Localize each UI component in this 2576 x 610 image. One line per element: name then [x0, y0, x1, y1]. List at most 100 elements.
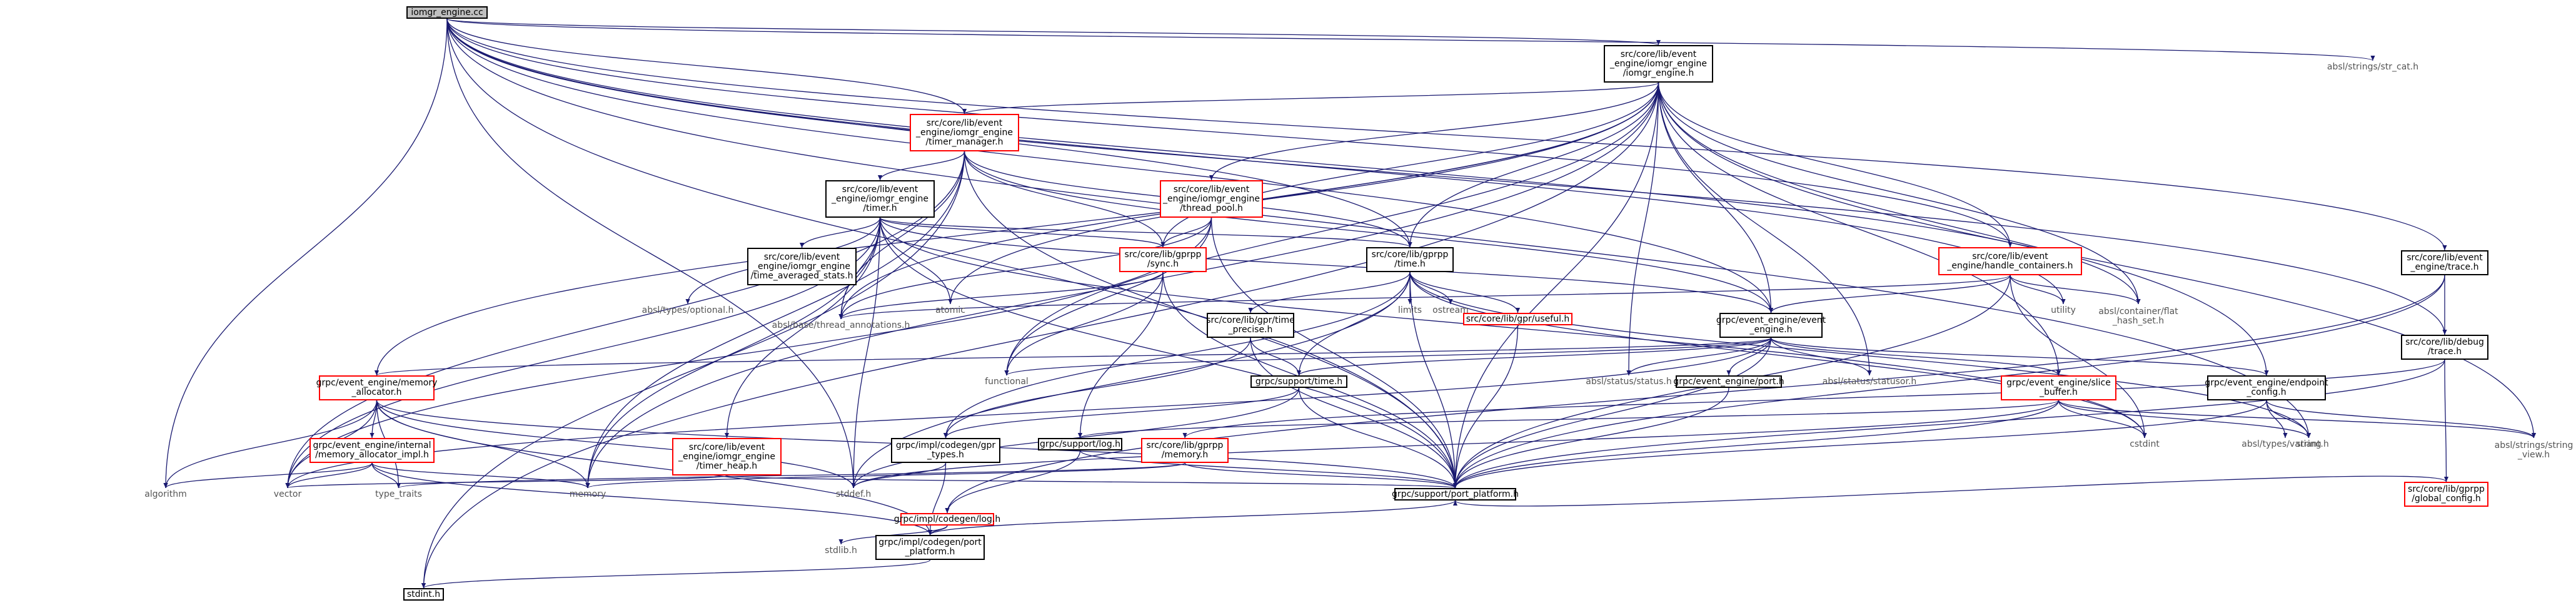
edge-n18-n27: [1770, 337, 1872, 376]
edge-n22-n40: [163, 400, 378, 489]
graph-node-n7[interactable]: src/core/lib/event _engine/iomgr_engine …: [825, 180, 935, 218]
edge-n18-n46: [1452, 337, 1772, 489]
edge-n22-n44: [376, 400, 856, 489]
edge-n0-n1: [446, 18, 1661, 46]
edge-n18-n26: [1726, 337, 1772, 376]
edge-n4-n23: [1004, 217, 1212, 376]
edge-n7-n18: [879, 217, 1773, 313]
edge-n1-n4: [1209, 82, 1659, 181]
edge-n8-n24: [1296, 272, 1411, 376]
graph-node-n32[interactable]: grpc/impl/codegen/gpr _types.h: [891, 438, 1000, 463]
graph-node-n39[interactable]: src/core/lib/gprpp /global_config.h: [2404, 482, 2488, 507]
graph-node-n46[interactable]: grpc/support/port_platform.h: [1392, 488, 1519, 501]
graph-node-n49[interactable]: stdint.h: [403, 588, 444, 601]
edge-n31-n40: [163, 462, 373, 489]
edge-n7-n12: [879, 217, 953, 305]
graph-node-n1[interactable]: src/core/lib/event _engine/iomgr_engine …: [1604, 45, 1713, 83]
edge-n3-n49: [421, 151, 965, 589]
graph-node-n18[interactable]: grpc/event_engine/event _engine.h: [1716, 313, 1826, 338]
edge-n9-n23: [1004, 272, 1164, 376]
graph-node-n8[interactable]: src/core/lib/gprpp /time.h: [1366, 247, 1454, 272]
graph-node-n47: stdlib.h: [825, 545, 857, 556]
edge-n1-n28: [1658, 82, 2061, 376]
graph-node-n22[interactable]: grpc/event_engine/memory _allocator.h: [316, 375, 437, 400]
edge-n8-n14: [1248, 272, 1411, 313]
edge-n34-n46: [1184, 462, 1457, 489]
edge-n7-n9: [879, 217, 1165, 248]
graph-node-n26[interactable]: grpc/event_engine/port.h: [1673, 375, 1784, 388]
edge-n1-n8: [1407, 82, 1659, 248]
graph-node-n16: ostream: [1432, 305, 1469, 315]
edge-n46-n48: [928, 500, 1456, 536]
graph-node-n5[interactable]: src/core/lib/event _engine/handle_contai…: [1938, 247, 2082, 275]
graph-node-n11[interactable]: src/core/lib/event _engine/iomgr_engine …: [747, 248, 857, 285]
edge-n31-n43: [371, 462, 590, 489]
graph-node-n3[interactable]: src/core/lib/event _engine/iomgr_engine …: [910, 114, 1019, 151]
graph-node-n36: string: [2296, 439, 2322, 449]
graph-node-n9[interactable]: src/core/lib/gprpp /sync.h: [1119, 247, 1207, 272]
edge-n7-n46: [879, 217, 1458, 489]
edge-n34-n42: [396, 462, 1185, 489]
graph-node-n14[interactable]: src/core/lib/gpr/time _precise.h: [1206, 313, 1295, 338]
edge-n22-n48: [376, 400, 933, 536]
edge-n26-n46: [1452, 387, 1729, 489]
edge-n1-n20: [1658, 82, 2141, 305]
edge-n39-n46: [1453, 475, 2447, 507]
edge-n18-n23: [1004, 337, 1772, 376]
graph-node-n20: absl/container/flat _hash_set.h: [2098, 307, 2178, 326]
edge-n1-n38: [1658, 82, 2537, 439]
edge-n6-n45: [945, 275, 2445, 514]
edge-n8-n36: [1409, 272, 2312, 439]
edge-n7-n11: [799, 217, 881, 248]
edge-n0-n36: [446, 18, 2312, 439]
edge-n28-n33: [1078, 400, 2060, 439]
edge-n29-n36: [2266, 400, 2312, 439]
edge-n18-n25: [1626, 337, 1772, 376]
edge-n21-n46: [1452, 359, 2445, 489]
edge-n34-n43: [585, 462, 1185, 489]
edge-n0-n6: [446, 18, 2447, 251]
edge-n30-n41: [285, 475, 728, 489]
graph-node-n13: absl/base/thread_annotations.h: [772, 320, 910, 330]
edge-n1-n43: [585, 82, 1659, 489]
edge-n28-n46: [1452, 400, 2060, 489]
edge-n5-n13: [838, 275, 2011, 320]
edge-n0-n18: [446, 18, 1774, 313]
graph-node-n29[interactable]: grpc/event_engine/endpoint _config.h: [2205, 375, 2328, 400]
edge-n7-n8: [879, 217, 1412, 248]
edge-n0-n5: [446, 18, 2013, 248]
graph-node-n19: utility: [2051, 305, 2076, 315]
edge-n4-n13: [838, 217, 1212, 320]
edge-n8-n17: [1409, 272, 1521, 313]
edge-n14-n32: [943, 337, 1251, 439]
graph-node-n28[interactable]: grpc/event_engine/slice _buffer.h: [2001, 375, 2116, 400]
graph-node-n21[interactable]: src/core/lib/debug /trace.h: [2401, 335, 2488, 360]
edge-n6-n46: [1452, 275, 2445, 489]
edge-n3-n43: [585, 151, 965, 489]
edge-n21-n34: [1182, 359, 2445, 439]
graph-node-n6[interactable]: src/core/lib/event _engine/trace.h: [2401, 250, 2488, 275]
edge-n29-n38: [2266, 400, 2537, 439]
edge-n8-n16: [1409, 272, 1453, 305]
graph-node-n41: vector: [273, 489, 302, 499]
edge-n1-n5: [1658, 82, 2013, 248]
graph-node-n48[interactable]: grpc/impl/codegen/port _platform.h: [875, 535, 985, 560]
graph-node-n2: absl/strings/str_cat.h: [2327, 61, 2419, 72]
graph-node-n45[interactable]: grpc/impl/codegen/log.h: [894, 513, 1000, 526]
edge-n9-n13: [838, 272, 1164, 320]
edge-n18-n24: [1297, 337, 1772, 376]
edge-n3-n18: [963, 151, 1774, 313]
graph-node-n34[interactable]: src/core/lib/gprpp /memory.h: [1141, 438, 1229, 463]
edge-n3-n7: [877, 151, 965, 181]
graph-node-n17[interactable]: src/core/lib/gpr/useful.h: [1463, 313, 1572, 325]
graph-node-n24[interactable]: grpc/support/time.h: [1250, 375, 1347, 388]
graph-node-n30[interactable]: src/core/lib/event _engine/iomgr_engine …: [672, 438, 782, 475]
graph-node-n33[interactable]: grpc/support/log.h: [1038, 438, 1122, 450]
graph-node-n4[interactable]: src/core/lib/event _engine/iomgr_engine …: [1160, 180, 1263, 218]
edge-n1-n18: [1658, 82, 1774, 313]
graph-node-n31[interactable]: grpc/event_engine/internal /memory_alloc…: [309, 438, 435, 463]
graph-node-n0[interactable]: iomgr_engine.cc: [406, 6, 488, 19]
edge-n1-n27: [1658, 82, 1872, 376]
